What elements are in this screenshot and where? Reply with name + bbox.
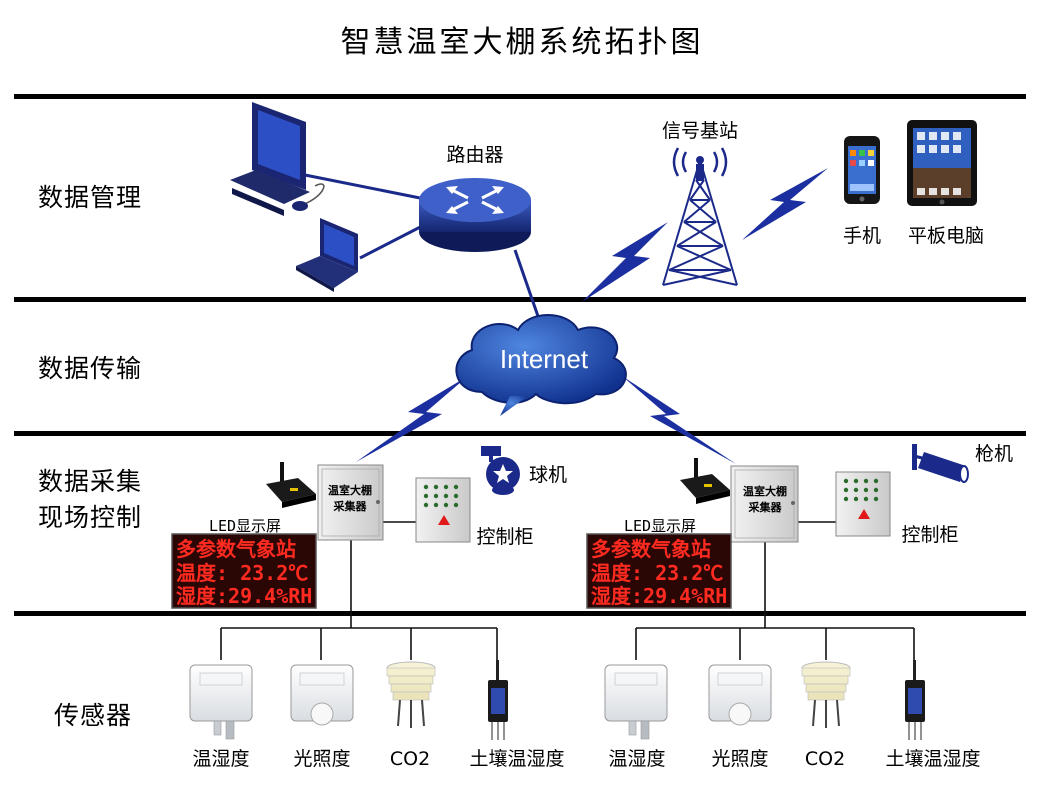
soil-sensor-left: [488, 660, 508, 740]
temp-humidity-sensor-right: [604, 664, 668, 740]
internet-label: Internet: [500, 344, 589, 374]
layer-dividers: [14, 94, 1026, 616]
collector-box-left: 温室大棚 采集器: [317, 464, 384, 541]
sensor-label-co2-right: CO2: [805, 748, 845, 770]
led-left-line2: 温度: 23.2℃: [176, 561, 308, 585]
led-display-right: 多参数气象站 温度: 23.2℃ 湿度:29.4%RH: [586, 533, 732, 609]
co2-sensor-right: [801, 661, 851, 728]
led-right-line1: 多参数气象站: [591, 537, 711, 561]
control-cabinet-label-left: 控制柜: [476, 526, 533, 548]
illuminance-sensor-right: [708, 664, 772, 726]
sensor-label-temp-humidity-right: 温湿度: [608, 748, 665, 770]
management-links: [304, 173, 542, 323]
led-display-left: 多参数气象站 温度: 23.2℃ 湿度:29.4%RH: [171, 533, 317, 609]
router-label: 路由器: [446, 144, 503, 166]
internet-cloud-icon: [455, 314, 627, 416]
collector-box-right: 温室大棚 采集器: [730, 465, 799, 543]
layer-label-collection: 数据采集: [38, 467, 142, 496]
phone-icon: [844, 136, 880, 204]
led-left-line3: 湿度:29.4%RH: [176, 584, 312, 608]
wireless-bolt-tower-internet: [582, 222, 668, 302]
led-right-line2: 温度: 23.2℃: [591, 561, 723, 585]
led-caption-right: LED显示屏: [624, 517, 696, 535]
control-cabinet-left: [415, 477, 471, 543]
dome-camera-label: 球机: [529, 464, 567, 486]
illuminance-sensor-left: [290, 664, 354, 726]
base-station-label: 信号基站: [662, 120, 738, 142]
sensor-label-soil-right: 土壤温湿度: [885, 748, 980, 770]
laptop-icon: [296, 218, 358, 292]
page-title: 智慧温室大棚系统拓扑图: [341, 25, 704, 60]
sensor-label-co2-left: CO2: [390, 748, 430, 770]
temp-humidity-sensor-left: [189, 664, 253, 740]
led-caption-left: LED显示屏: [209, 517, 281, 535]
co2-sensor-left: [386, 661, 436, 728]
wireless-bolt-internet-right: [622, 376, 736, 464]
wireless-bolt-internet-left: [356, 376, 468, 462]
collector-sublabel-right: 采集器: [748, 500, 783, 514]
collector-label-right: 温室大棚: [743, 484, 787, 498]
soil-sensor-right: [905, 660, 925, 740]
field-wiring: [220, 521, 915, 660]
layer-label-sensors: 传感器: [54, 701, 132, 730]
sensor-label-illuminance-right: 光照度: [711, 748, 768, 770]
led-right-line3: 湿度:29.4%RH: [591, 584, 727, 608]
led-left-line1: 多参数气象站: [176, 537, 296, 561]
wireless-module-icon-left: [266, 462, 316, 508]
control-cabinet-label-right: 控制柜: [901, 524, 958, 546]
tablet-icon: [907, 120, 977, 206]
bullet-camera-label: 枪机: [975, 443, 1013, 465]
sensor-label-soil-left: 土壤温湿度: [469, 748, 564, 770]
tablet-label: 平板电脑: [908, 225, 984, 247]
sensor-label-temp-humidity-left: 温湿度: [192, 748, 249, 770]
base-station-icon: 信号基站: [662, 120, 738, 286]
phone-label: 手机: [843, 225, 881, 247]
desktop-computer-icon: [230, 102, 310, 216]
layer-label-field-control: 现场控制: [38, 503, 142, 532]
wireless-bolt-tower-mobile: [742, 168, 828, 240]
sensor-label-illuminance-left: 光照度: [293, 748, 350, 770]
dome-camera-icon: [481, 446, 520, 495]
collector-sublabel-left: 采集器: [333, 499, 368, 513]
collector-label-left: 温室大棚: [328, 483, 372, 497]
layer-label-management: 数据管理: [38, 183, 142, 212]
router-icon: [419, 178, 531, 252]
layer-label-transmission: 数据传输: [38, 354, 142, 383]
control-cabinet-right: [835, 471, 891, 537]
bullet-camera-icon: [912, 444, 969, 483]
signal-waves-icon: [672, 147, 728, 177]
wireless-module-icon-right: [680, 458, 730, 504]
